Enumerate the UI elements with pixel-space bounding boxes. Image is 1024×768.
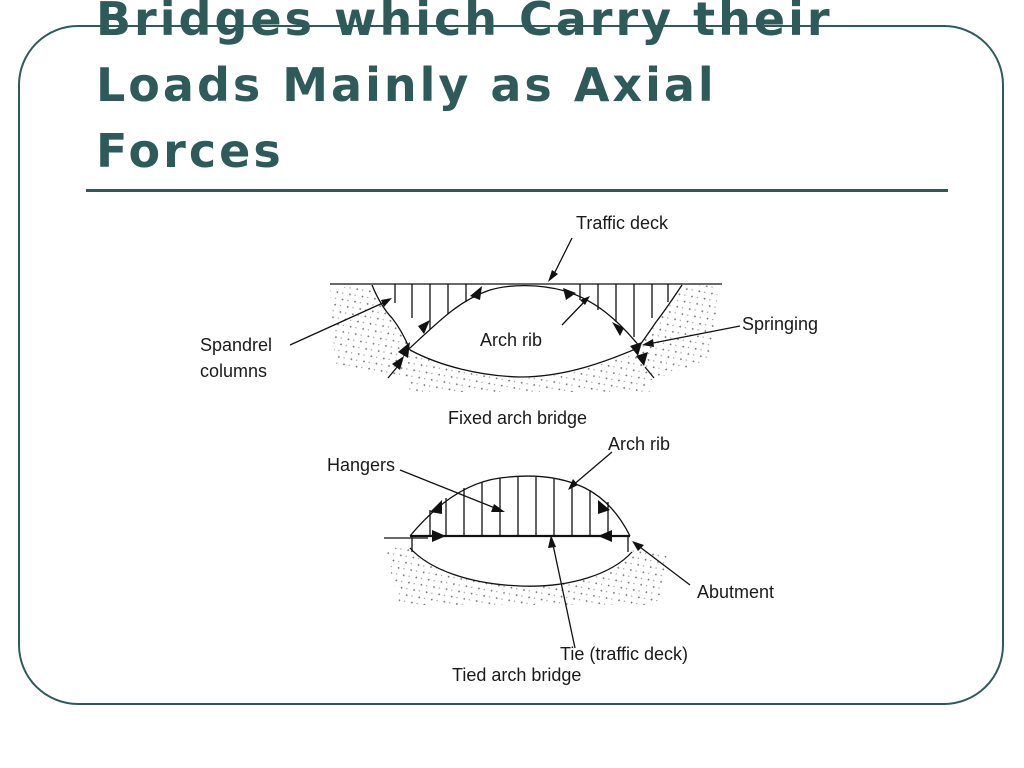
slide-title: Bridges which Carry their Loads Mainly a… xyxy=(96,0,956,184)
tied-arch-leaders xyxy=(399,451,691,649)
fixed-arch-soil-right xyxy=(636,284,718,382)
label-tie: Tie (traffic deck) xyxy=(560,644,688,664)
fixed-arch-force-arrows xyxy=(392,286,648,370)
tied-arch-rib xyxy=(409,475,631,537)
fixed-arch-soil-left xyxy=(330,286,410,380)
fixed-arch-leaders xyxy=(289,237,741,379)
caption-tied-arch: Tied arch bridge xyxy=(452,665,581,685)
label-abutment: Abutment xyxy=(697,582,774,602)
label-hangers: Hangers xyxy=(327,455,395,475)
fixed-arch-spandrel-columns xyxy=(394,284,669,337)
tied-arch-soil xyxy=(384,548,668,605)
fixed-arch-bridge xyxy=(289,237,741,392)
label-traffic-deck: Traffic deck xyxy=(576,213,669,233)
tied-arch-hangers xyxy=(429,477,609,536)
title-divider xyxy=(86,189,948,192)
tied-arch-force-arrows xyxy=(430,500,612,542)
label-fixed-arch-rib: Arch rib xyxy=(480,330,542,350)
title-line-1: Bridges which Carry their xyxy=(96,0,833,46)
label-tied-arch-rib: Arch rib xyxy=(608,434,670,454)
label-spandrel-line1: Spandrel xyxy=(200,335,272,355)
fixed-arch-rib xyxy=(409,284,641,349)
label-spandrel-line2: columns xyxy=(200,361,267,381)
title-line-2: Loads Mainly as Axial xyxy=(96,58,717,112)
fixed-arch-valley-left xyxy=(371,284,411,351)
tied-arch-valley xyxy=(409,547,633,587)
fixed-arch-valley-bottom xyxy=(409,347,639,378)
caption-fixed-arch: Fixed arch bridge xyxy=(448,408,587,428)
fixed-arch-valley-right xyxy=(637,284,683,349)
fixed-arch-soil-bottom xyxy=(405,350,650,392)
title-line-3: Forces xyxy=(96,124,284,178)
label-springing: Springing xyxy=(742,314,818,334)
tied-arch-bridge xyxy=(384,451,691,649)
